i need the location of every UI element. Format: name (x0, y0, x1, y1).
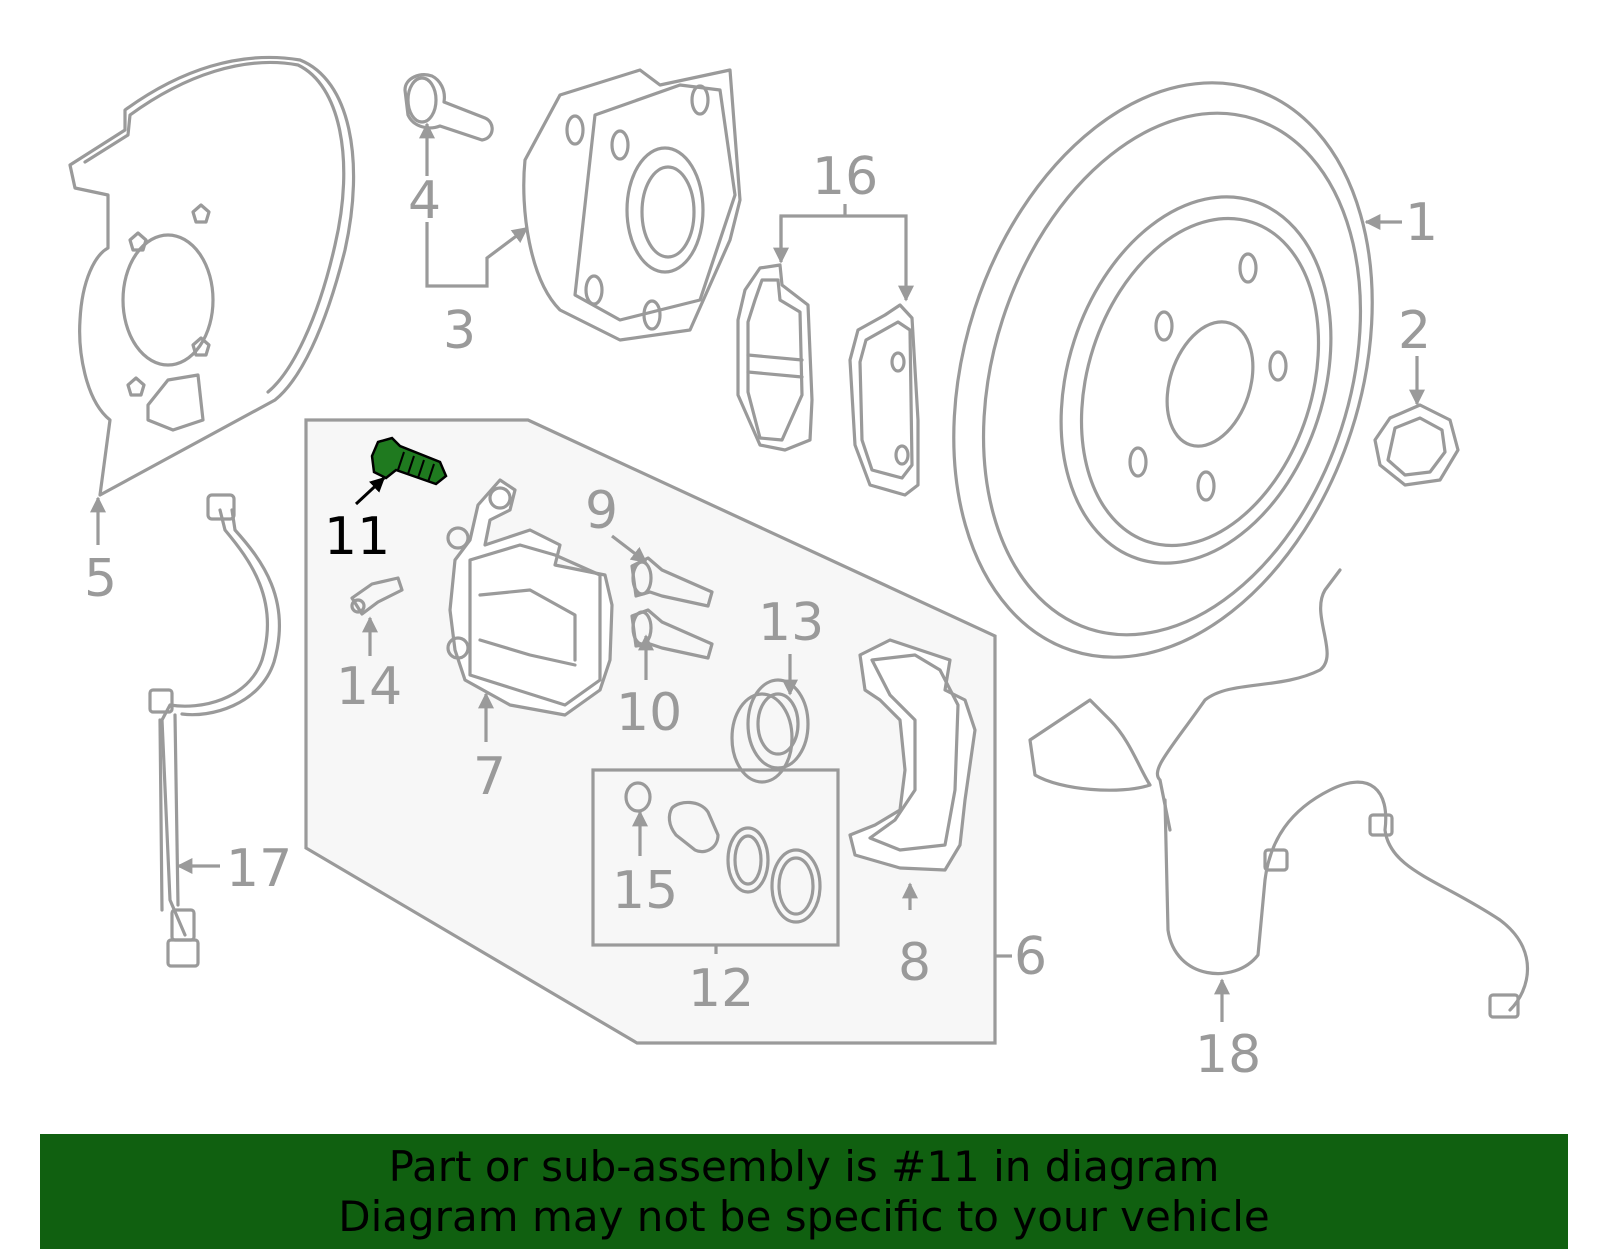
callout-3: 3 (443, 301, 476, 361)
callout-4: 4 (408, 171, 441, 231)
abs-sensor-part[interactable] (1028, 568, 1529, 1019)
callout-11-highlighted: 11 (324, 507, 390, 567)
callout-18: 18 (1195, 1025, 1261, 1085)
callout-17: 17 (226, 839, 292, 899)
callout-13: 13 (758, 593, 824, 653)
callout-16: 16 (812, 147, 878, 207)
callout-14: 14 (336, 657, 402, 717)
seal-kit-part[interactable] (624, 781, 822, 924)
wheel-stud-part[interactable] (403, 73, 494, 142)
banner-line-2: Diagram may not be specific to your vehi… (338, 1192, 1270, 1241)
brake-caliper-part[interactable] (446, 478, 614, 717)
callout-8: 8 (898, 933, 931, 993)
brake-pads-part[interactable] (736, 263, 920, 497)
callout-10: 10 (616, 683, 682, 743)
lug-nut-part[interactable] (1373, 403, 1460, 487)
callout-9: 9 (585, 481, 618, 541)
caliper-piston-part[interactable] (730, 678, 810, 784)
caliper-bolt-part[interactable] (370, 436, 448, 486)
callout-7: 7 (473, 747, 506, 807)
leader-lines (90, 122, 1425, 1022)
callout-15: 15 (612, 861, 678, 921)
dust-shield-part[interactable] (68, 55, 356, 497)
banner-line-1: Part or sub-assembly is #11 in diagram (388, 1142, 1220, 1191)
part-info-banner: Part or sub-assembly is #11 in diagram D… (40, 1134, 1568, 1249)
callout-2: 2 (1398, 301, 1431, 361)
bleeder-screw-part[interactable] (350, 576, 404, 616)
callout-5: 5 (84, 549, 117, 609)
caliper-bracket-part[interactable] (848, 638, 977, 872)
callout-12: 12 (688, 959, 754, 1019)
callout-1: 1 (1405, 193, 1438, 253)
callout-6: 6 (1014, 927, 1047, 987)
wheel-hub-part[interactable] (522, 68, 742, 342)
brake-hose-part[interactable] (148, 493, 282, 968)
brake-rotor-part[interactable] (884, 28, 1443, 711)
